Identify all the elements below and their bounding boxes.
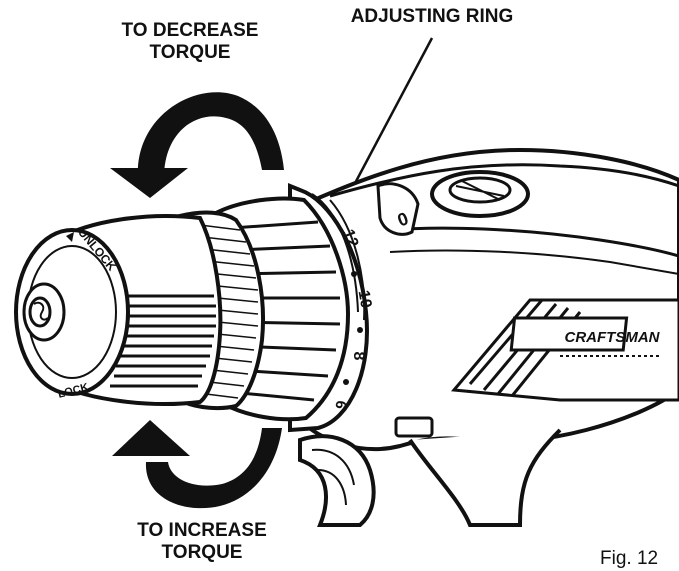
dial-number-12: 12 — [339, 227, 361, 250]
unlock-arrow-icon — [66, 232, 74, 242]
decrease-label-line1: TO DECREASE — [121, 20, 259, 41]
decrease-arrow-icon — [110, 92, 284, 198]
figure-number: Fig. 12 — [600, 548, 659, 569]
decrease-torque-label: TO DECREASE TORQUE — [100, 20, 280, 64]
increase-arrow-icon — [112, 420, 282, 509]
increase-label-line1: TO INCREASE — [137, 520, 267, 541]
brand-plate — [509, 316, 629, 352]
increase-torque-label: TO INCREASE TORQUE — [112, 520, 292, 564]
dial-number-6: 6 — [331, 399, 349, 410]
dial-number-8: 8 — [350, 352, 367, 361]
brand-name: CRAFTSMAN — [565, 329, 661, 346]
decrease-label-line2: TORQUE — [149, 41, 231, 63]
increase-label-line2: TORQUE — [161, 541, 243, 563]
adjusting-ring-leader-line — [342, 37, 434, 205]
adjusting-ring-label: ADJUSTING RING — [350, 6, 514, 27]
dial-number-10: 10 — [355, 289, 375, 310]
drill-body: 0 CRAFTSMAN — [298, 147, 679, 527]
